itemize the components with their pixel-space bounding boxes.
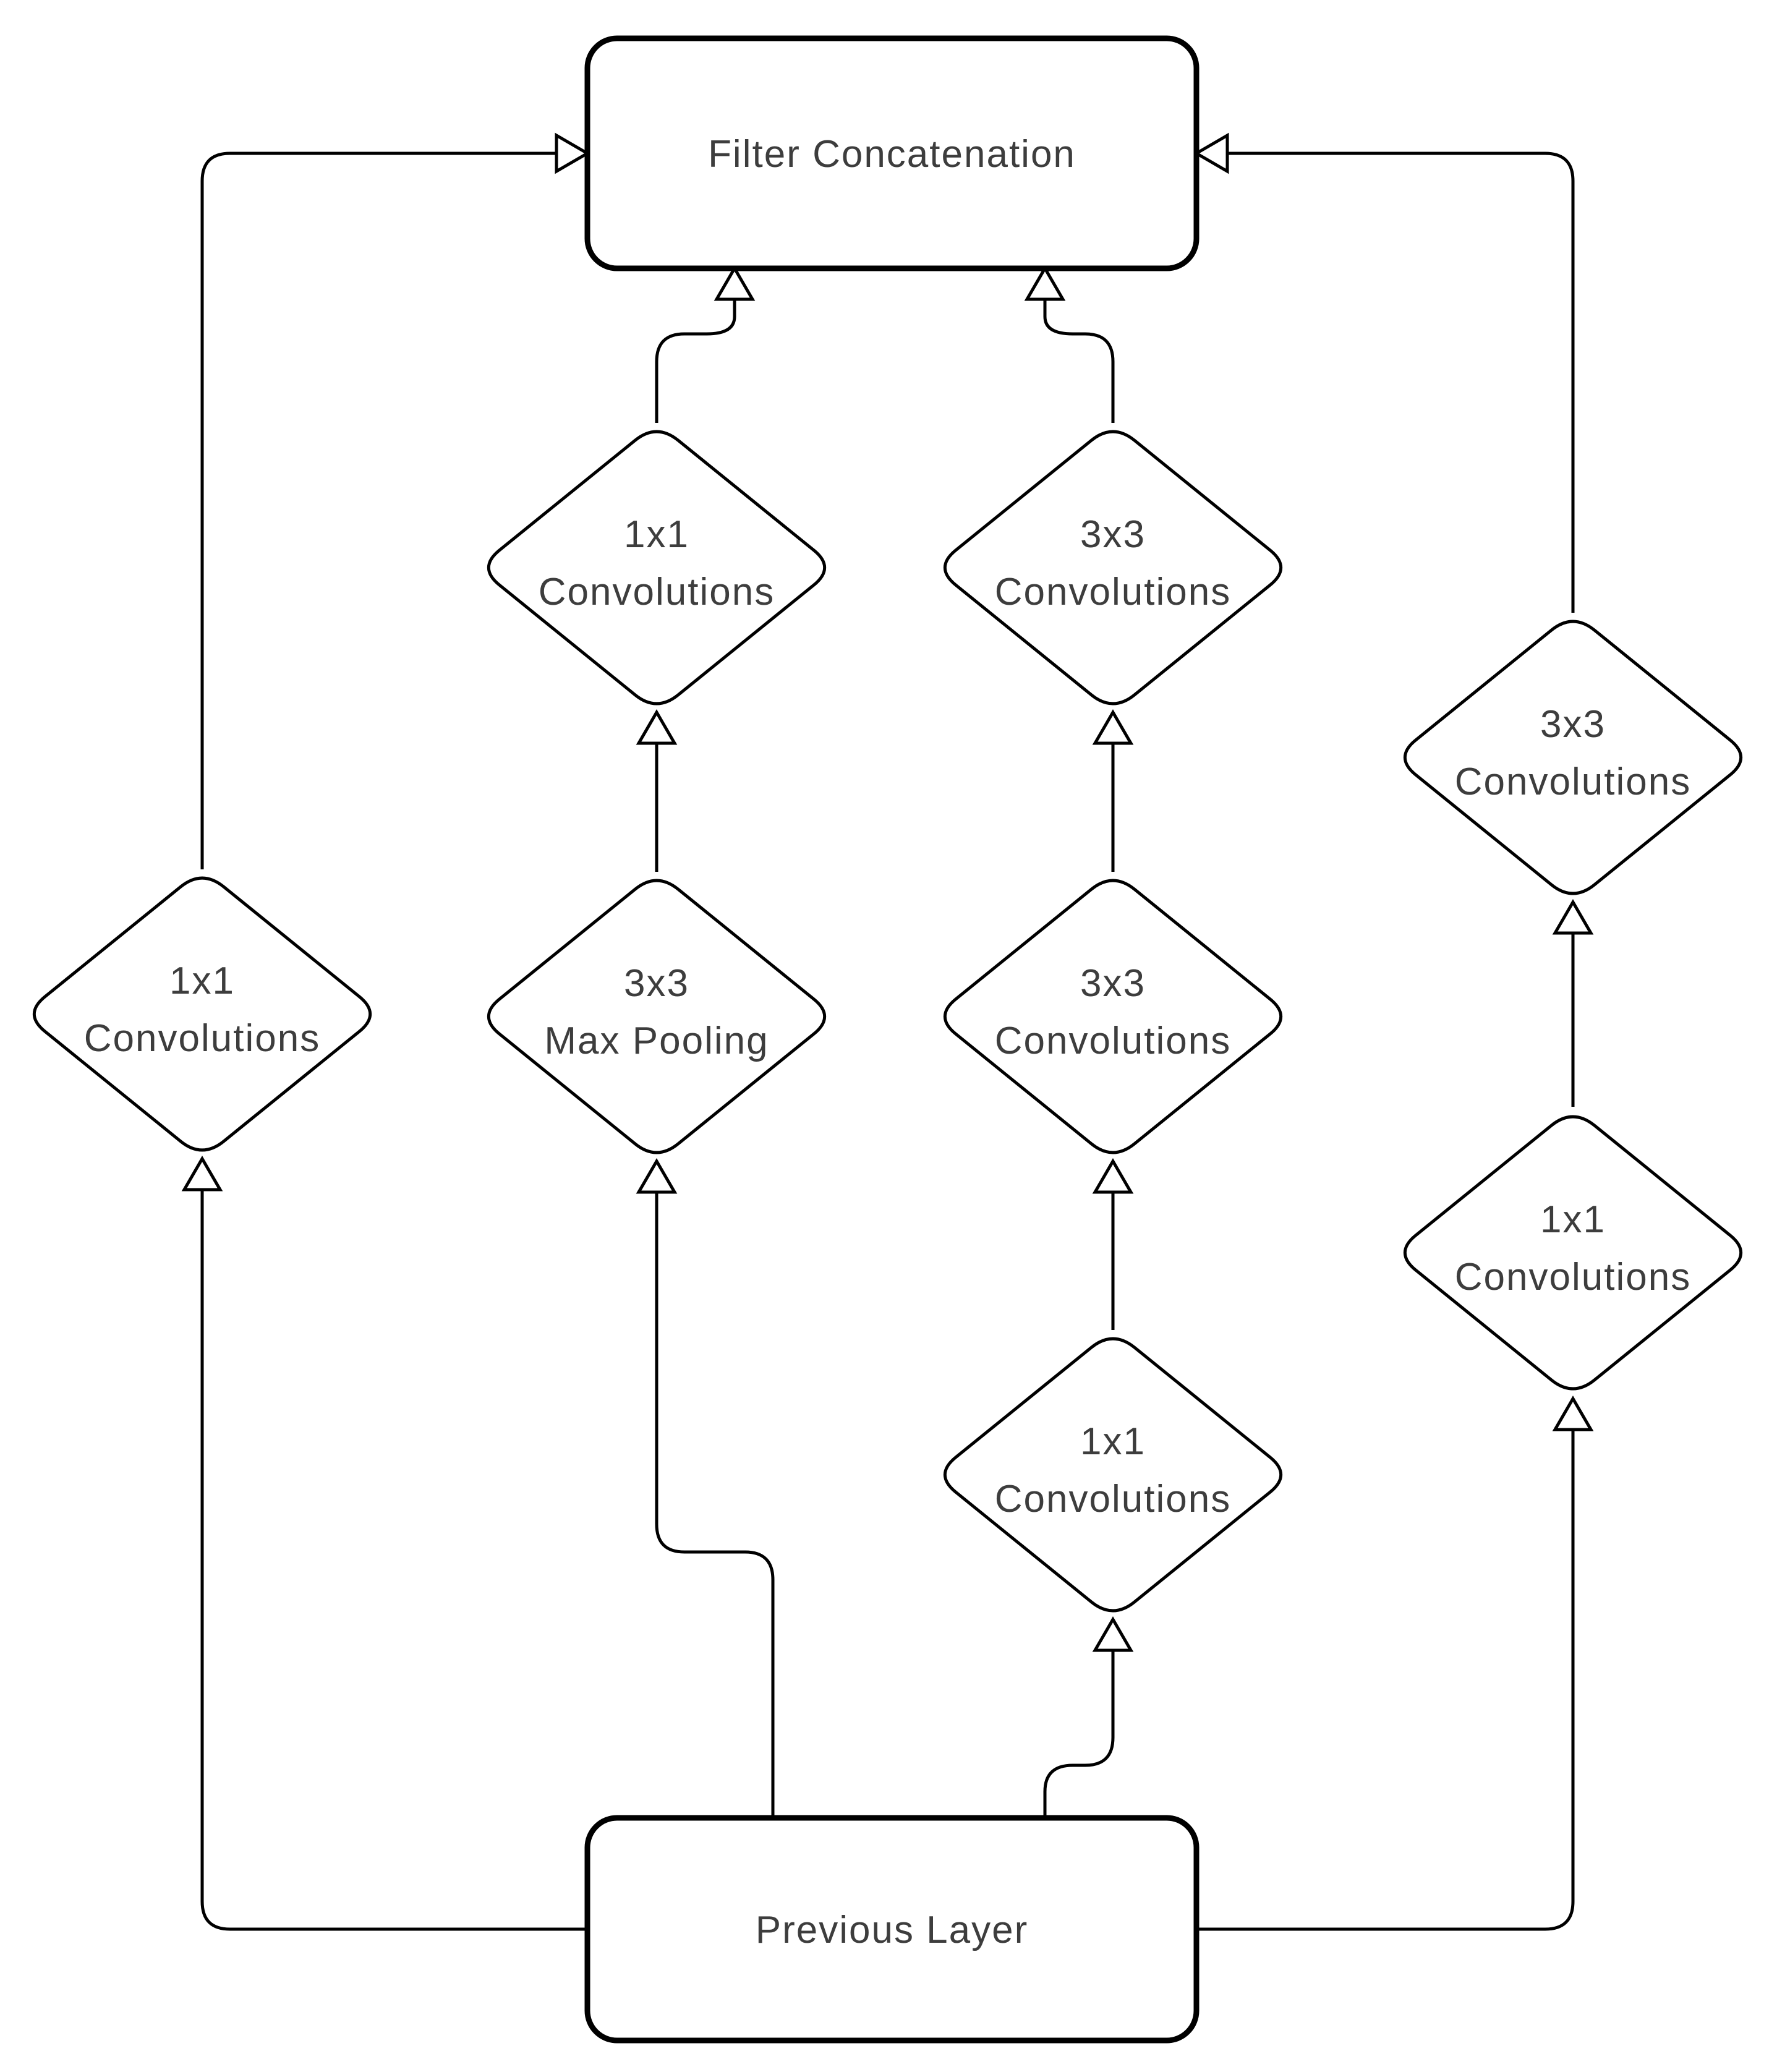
conv3x3-top-label-line-0: 3x3 xyxy=(1080,513,1146,556)
filter-concat-label-line-0: Filter Concatenation xyxy=(708,133,1076,176)
conv3x3-top-label-line-1: Convolutions xyxy=(995,571,1231,613)
conv3x3-mid-shape xyxy=(944,879,1282,1154)
conv1x1-bottom-shape xyxy=(944,1337,1282,1613)
filter-concat-shape xyxy=(584,35,1200,271)
arrowhead-up-icon xyxy=(1092,709,1134,745)
arrowhead-up-icon xyxy=(1552,899,1594,935)
conv1x1-left-shape xyxy=(33,876,372,1152)
conv3x3-right-label-line-1: Convolutions xyxy=(1455,761,1691,803)
edge-line-prev-to-right1x1 xyxy=(1196,1430,1575,1931)
node-filter-concat: Filter Concatenation xyxy=(584,35,1200,271)
conv1x1-mid-label-line-1: Convolutions xyxy=(539,571,775,613)
edge-mid1x1-to-concat xyxy=(655,265,756,423)
edge-prev-to-left1x1 xyxy=(181,1156,587,1931)
conv1x1-right-shape xyxy=(1404,1115,1742,1391)
conv1x1-left-label-line-1: Convolutions xyxy=(84,1017,320,1060)
conv1x1-right-label-line-1: Convolutions xyxy=(1455,1256,1691,1298)
conv3x3-top-shape xyxy=(944,430,1282,706)
prev-layer-label: Previous Layer xyxy=(756,1909,1029,1951)
conv1x1-left-label-line-0: 1x1 xyxy=(169,960,235,1002)
edge-mid3x3-to-top3x3 xyxy=(1092,709,1134,872)
arrowhead-up-icon xyxy=(1552,1396,1594,1431)
arrowhead-up-icon xyxy=(636,709,678,745)
maxpool-3x3-label-line-1: Max Pooling xyxy=(544,1020,769,1062)
edge-line-right3x3-to-concat xyxy=(1227,151,1575,613)
edge-bottom1x1-to-mid3x3 xyxy=(1092,1158,1134,1330)
conv3x3-mid-label-line-1: Convolutions xyxy=(995,1020,1231,1062)
edge-line-top3x3-to-concat xyxy=(1043,299,1115,423)
filter-concat-label: Filter Concatenation xyxy=(708,133,1076,176)
conv3x3-mid-label-line-0: 3x3 xyxy=(1080,962,1146,1005)
prev-layer-shape xyxy=(584,1815,1200,2044)
edge-line-prev-to-left1x1 xyxy=(200,1190,587,1931)
maxpool-3x3-shape xyxy=(487,879,826,1154)
arrowhead-up-icon xyxy=(1092,1158,1134,1194)
edge-prev-to-maxpool xyxy=(636,1158,775,1818)
edge-line-mid1x1-to-concat xyxy=(655,299,736,423)
conv1x1-right-label-line-0: 1x1 xyxy=(1540,1198,1606,1241)
edge-prev-to-right1x1 xyxy=(1196,1396,1594,1931)
conv3x3-right-label-line-0: 3x3 xyxy=(1540,703,1606,746)
maxpool-3x3-label-line-0: 3x3 xyxy=(624,962,689,1005)
edge-top3x3-to-concat xyxy=(1024,265,1115,423)
conv1x1-mid-shape xyxy=(487,430,826,706)
arrowhead-left-icon xyxy=(1193,132,1229,174)
conv3x3-right-shape xyxy=(1404,620,1742,895)
node-prev-layer: Previous Layer xyxy=(584,1815,1200,2044)
arrowhead-up-icon xyxy=(636,1158,678,1194)
arrowhead-up-icon xyxy=(181,1156,223,1192)
edge-prev-to-bottom1x1 xyxy=(1043,1616,1134,1818)
prev-layer-label-line-0: Previous Layer xyxy=(756,1909,1029,1951)
conv1x1-bottom-label-line-0: 1x1 xyxy=(1080,1420,1146,1463)
edge-line-prev-to-bottom1x1 xyxy=(1043,1650,1115,1818)
edge-maxpool-to-mid1x1 xyxy=(636,709,678,872)
arrowhead-right-icon xyxy=(555,132,590,174)
edge-right3x3-to-concat xyxy=(1193,132,1575,613)
edge-left1x1-to-concat xyxy=(200,132,590,869)
arrowhead-up-icon xyxy=(714,265,756,301)
arrowhead-up-icon xyxy=(1024,265,1066,301)
edge-right1x1-to-right3x3 xyxy=(1552,899,1594,1107)
arrowhead-up-icon xyxy=(1092,1616,1134,1652)
edge-line-left1x1-to-concat xyxy=(200,151,556,869)
conv1x1-mid-label-line-0: 1x1 xyxy=(624,513,689,556)
edge-line-prev-to-maxpool xyxy=(655,1192,775,1818)
conv1x1-bottom-label-line-1: Convolutions xyxy=(995,1478,1231,1520)
